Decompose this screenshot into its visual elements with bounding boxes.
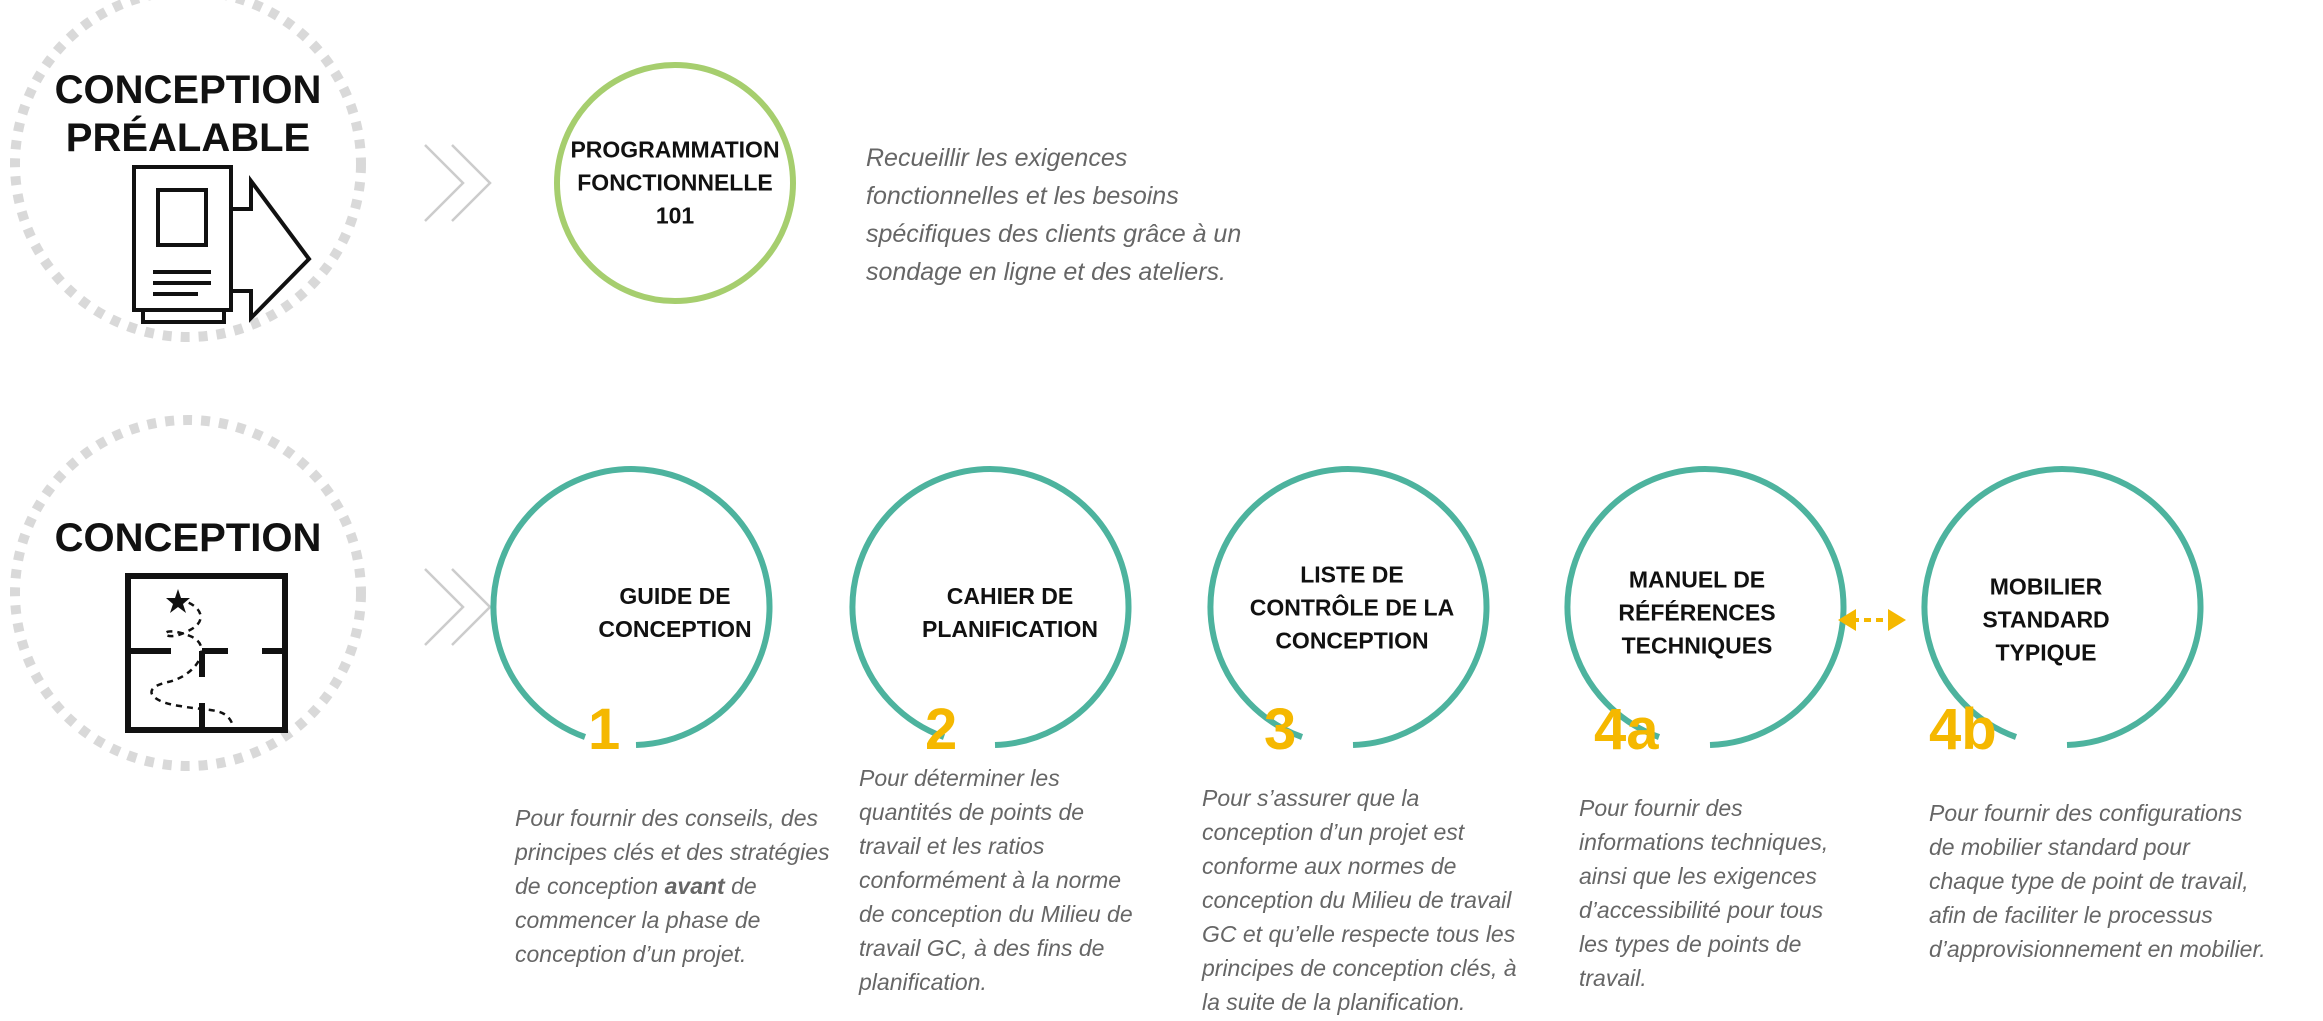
floor-plan-path-icon — [125, 573, 288, 733]
description-line: de conception du Milieu de — [859, 901, 1133, 927]
step-description-3: Pour s’assurer que la conception d’un pr… — [1202, 781, 1517, 1019]
description-line: spécifiques des clients grâce à un — [866, 220, 1242, 248]
step-title-4a: MANUEL DE RÉFÉRENCES TECHNIQUES — [1618, 564, 1775, 663]
description-line: informations techniques, — [1579, 829, 1829, 855]
step-ring-4a — [1564, 466, 1847, 748]
stage-title-conception: CONCEPTION — [55, 514, 322, 562]
description-line: planification. — [859, 969, 987, 995]
document-export-icon — [132, 165, 312, 324]
description-line: la suite de la planification. — [1202, 989, 1466, 1015]
step-title-programmation: PROGRAMMATION FONCTIONNELLE 101 — [570, 134, 779, 233]
description-line: fonctionnelles et les besoins — [866, 182, 1179, 210]
step-ring-programmation — [554, 62, 796, 304]
step-title-line: 101 — [655, 202, 695, 229]
step-title-line: CONCEPTION — [598, 616, 752, 642]
step-title-2: CAHIER DE PLANIFICATION — [922, 580, 1098, 646]
description-line: conception d’un projet est — [1202, 819, 1465, 845]
step-title-line: MOBILIER — [1989, 573, 2103, 600]
chevron-right-icon — [424, 144, 492, 222]
description-line: conformément à la norme — [859, 867, 1122, 893]
step-title-line: CAHIER DE — [946, 583, 1074, 609]
description-line: conception du Milieu de travail — [1202, 887, 1512, 913]
description-line: les types de points de — [1579, 931, 1802, 957]
description-line: conforme aux normes de — [1202, 853, 1457, 879]
description-line: Recueillir les exigences — [866, 144, 1128, 172]
stage-title-line: PRÉALABLE — [65, 116, 311, 160]
step-title-line: TECHNIQUES — [1621, 632, 1773, 659]
description-line: quantités de points de — [859, 799, 1085, 825]
step-title-line: CONCEPTION — [1275, 627, 1429, 654]
step-title-3: LISTE DE CONTRÔLE DE LA CONCEPTION — [1250, 559, 1454, 658]
description-line: de conception avant de — [515, 869, 830, 903]
description-line: afin de faciliter le processus — [1929, 902, 2213, 928]
description-line: commencer la phase de — [515, 907, 761, 933]
description-line: principes de conception clés, à — [1202, 955, 1517, 981]
step-number-2: 2 — [925, 697, 958, 762]
step-ring-1 — [490, 466, 773, 748]
description-line: de mobilier standard pour — [1929, 834, 2190, 860]
chevron-right-icon — [424, 568, 492, 646]
emphasis-text: avant — [664, 873, 725, 899]
description-line: chaque type de point de travail, — [1929, 868, 2249, 894]
step-number-1: 1 — [588, 697, 621, 762]
stage-ring-pre — [10, 0, 366, 342]
description-line: travail GC, à des fins de — [859, 935, 1105, 961]
description-line: Pour déterminer les — [859, 765, 1060, 791]
step-title-line: MANUEL DE — [1628, 566, 1766, 593]
description-line: conception d’un projet. — [515, 941, 747, 967]
step-description-programmation: Recueillir les exigences fonctionnelles … — [866, 139, 1241, 291]
step-title-4b: MOBILIER STANDARD TYPIQUE — [1982, 571, 2109, 670]
double-arrow-icon — [1838, 609, 1906, 631]
description-line: ainsi que les exigences — [1579, 863, 1817, 889]
step-number-3: 3 — [1264, 697, 1297, 762]
step-ring-3 — [1207, 466, 1490, 748]
description-line: sondage en ligne et des ateliers. — [866, 258, 1226, 286]
stage-title-line: CONCEPTION — [54, 68, 322, 112]
step-description-2: Pour déterminer les quantités de points … — [859, 761, 1133, 999]
description-line: d’accessibilité pour tous — [1579, 897, 1824, 923]
stage-title-pre: CONCEPTION PRÉALABLE — [55, 66, 322, 162]
step-title-line: RÉFÉRENCES — [1618, 599, 1776, 626]
step-ring-2 — [849, 466, 1132, 748]
step-description-1: Pour fournir des conseils, des principes… — [515, 801, 830, 971]
description-line: Pour fournir des conseils, des — [515, 805, 818, 831]
description-line: travail et les ratios — [859, 833, 1045, 859]
step-number-4b: 4b — [1929, 697, 1997, 762]
step-title-line: GUIDE DE — [619, 583, 731, 609]
step-title-line: LISTE DE — [1300, 561, 1404, 588]
description-line: d’approvisionnement en mobilier. — [1929, 936, 2266, 962]
step-title-line: PROGRAMMATION — [570, 136, 780, 163]
step-description-4a: Pour fournir des informations techniques… — [1579, 791, 1828, 995]
description-line: Pour s’assurer que la — [1202, 785, 1420, 811]
description-line: Pour fournir des — [1579, 795, 1743, 821]
stage-ring-conception — [10, 415, 366, 771]
description-line: principes clés et des stratégies — [515, 839, 830, 865]
step-title-1: GUIDE DE CONCEPTION — [598, 580, 751, 646]
step-title-line: FONCTIONNELLE — [577, 169, 773, 196]
step-title-line: PLANIFICATION — [922, 616, 1098, 642]
step-title-line: STANDARD — [1982, 606, 2110, 633]
description-line: travail. — [1579, 965, 1647, 991]
step-ring-4b — [1921, 466, 2204, 748]
description-line: GC et qu’elle respecte tous les — [1202, 921, 1516, 947]
description-line: Pour fournir des configurations — [1929, 800, 2243, 826]
step-number-4a: 4a — [1594, 697, 1659, 762]
description-line-part: de conception avant de — [515, 873, 757, 899]
step-title-line: CONTRÔLE DE LA — [1249, 594, 1455, 621]
step-description-4b: Pour fournir des configurations de mobil… — [1929, 796, 2266, 966]
step-title-line: TYPIQUE — [1995, 639, 2097, 666]
stage-title-line: CONCEPTION — [54, 516, 322, 560]
